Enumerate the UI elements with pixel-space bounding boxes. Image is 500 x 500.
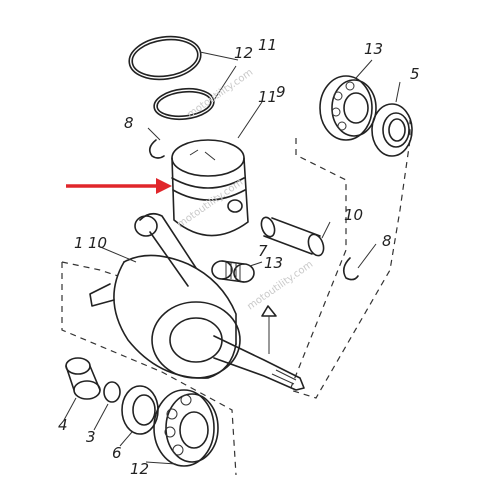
- label-9: 9: [276, 83, 286, 101]
- label-4: 4: [58, 416, 68, 434]
- oil-seal-lower: [121, 385, 159, 435]
- label-7-sub: 13: [264, 254, 283, 272]
- bushing: [65, 357, 101, 400]
- assembly-frame-right: [289, 120, 411, 399]
- label-13: 13: [364, 40, 383, 58]
- watermark-1: motoutility.com: [185, 67, 255, 120]
- bearing-lower: [153, 389, 219, 467]
- piston: [171, 139, 249, 237]
- label-12-crossed: 12: [234, 44, 253, 62]
- assembly-frame-lower: [61, 261, 237, 476]
- circlip-right: [342, 257, 359, 281]
- red-pointer-arrow: [66, 178, 172, 194]
- leader-lines: [63, 51, 401, 465]
- bearing-top-right: [319, 75, 377, 141]
- label-11-crossed: 11: [258, 88, 277, 106]
- label-11: 11: [258, 36, 277, 54]
- crankshaft: [89, 212, 305, 391]
- shim-ring: [103, 381, 121, 403]
- label-3: 3: [86, 428, 96, 446]
- label-5: 5: [410, 65, 420, 83]
- needle-bearing: [211, 260, 255, 283]
- label-8-left: 8: [124, 114, 134, 132]
- piston-ring-upper: [128, 35, 202, 81]
- label-6: 6: [112, 444, 122, 462]
- label-8-right: 8: [382, 232, 392, 250]
- piston-ring-lower: [153, 87, 215, 121]
- label-12: 12: [130, 460, 149, 478]
- piston-pin: [260, 216, 325, 257]
- part-labels: 12 11 11 9 8 13 5 10 8 7 13 1 10 4 3 6 1…: [58, 36, 420, 478]
- label-1: 1: [74, 234, 84, 252]
- label-1-crossed: 10: [88, 234, 107, 252]
- label-7: 7: [258, 242, 268, 260]
- label-10: 10: [344, 206, 363, 224]
- stud-washer: [261, 305, 277, 354]
- circlip-left: [148, 139, 165, 159]
- oil-seal-top-right: [371, 103, 413, 157]
